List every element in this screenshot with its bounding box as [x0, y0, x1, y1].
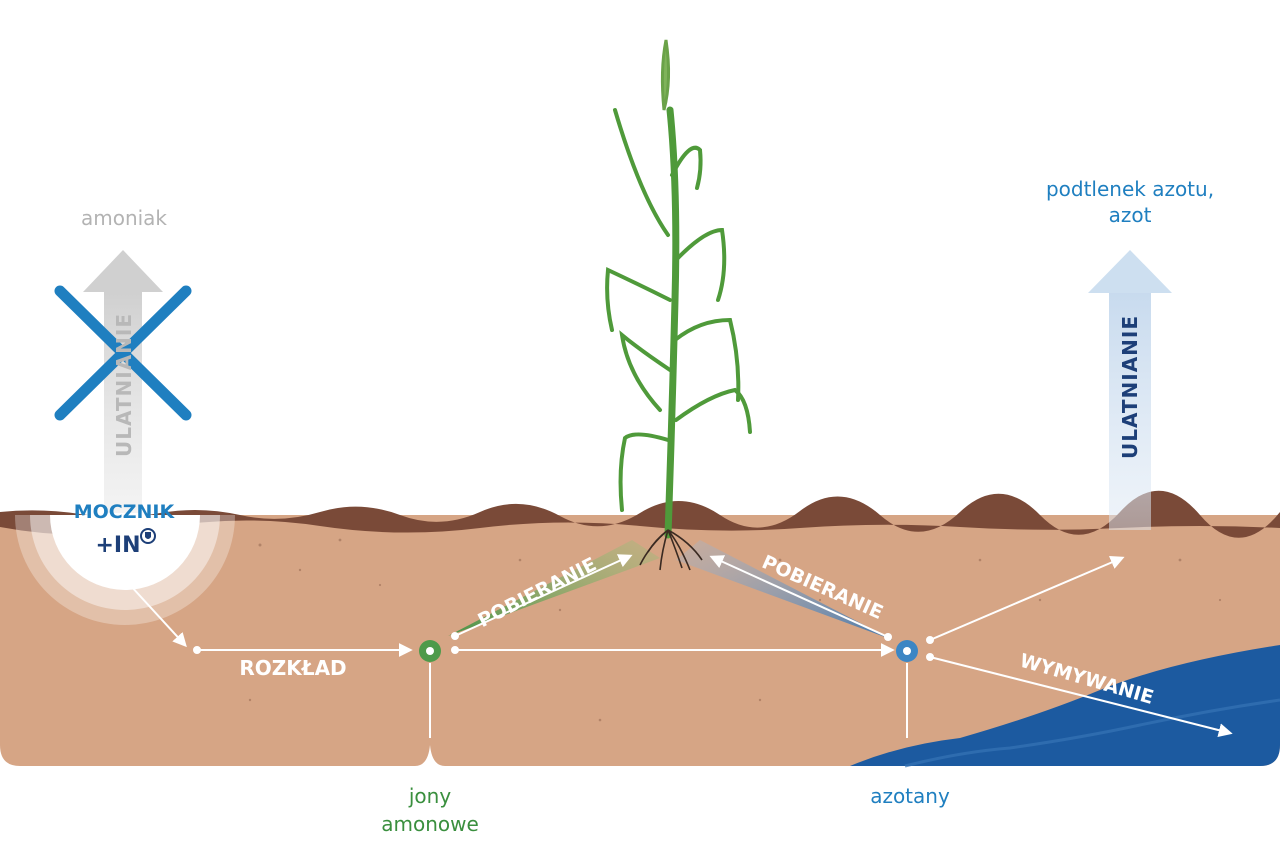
blocked-cross-icon	[54, 285, 192, 421]
soil-crust	[0, 490, 1280, 538]
urea-label: MOCZNIK	[74, 501, 176, 523]
wheat-plant	[605, 39, 752, 539]
flow-arrows	[129, 554, 1233, 738]
soil-layer	[0, 515, 1280, 766]
nitrates-label: azotany	[870, 784, 950, 808]
ammonium-label-line2: amonowe	[381, 812, 479, 836]
volatilization-arrow-left	[83, 250, 163, 513]
nitrous-oxide-label: podtlenek azotu,	[1046, 177, 1214, 201]
uptake-left-band	[448, 540, 660, 636]
nitrate-node	[896, 640, 918, 662]
plant-roots	[639, 529, 703, 571]
groundwater	[850, 645, 1280, 766]
nitrogen-label: azot	[1109, 203, 1152, 227]
ammonium-label-line1: jony	[408, 784, 451, 808]
urea-pellet	[15, 515, 235, 625]
urea-badge-label: +IN	[95, 533, 140, 558]
ammonia-label: amoniak	[81, 206, 167, 230]
ammonium-node	[419, 640, 441, 662]
decomposition-label: ROZKŁAD	[239, 656, 346, 680]
shield-icon	[140, 528, 156, 544]
volatilization-arrow-right	[1088, 250, 1172, 530]
volatilization-right-label: ULATNIANIE	[1118, 315, 1142, 459]
soil-specks	[248, 538, 1222, 722]
groundwater-wave	[904, 698, 1280, 768]
volatilization-left-label: ULATNIANIE	[112, 313, 136, 457]
